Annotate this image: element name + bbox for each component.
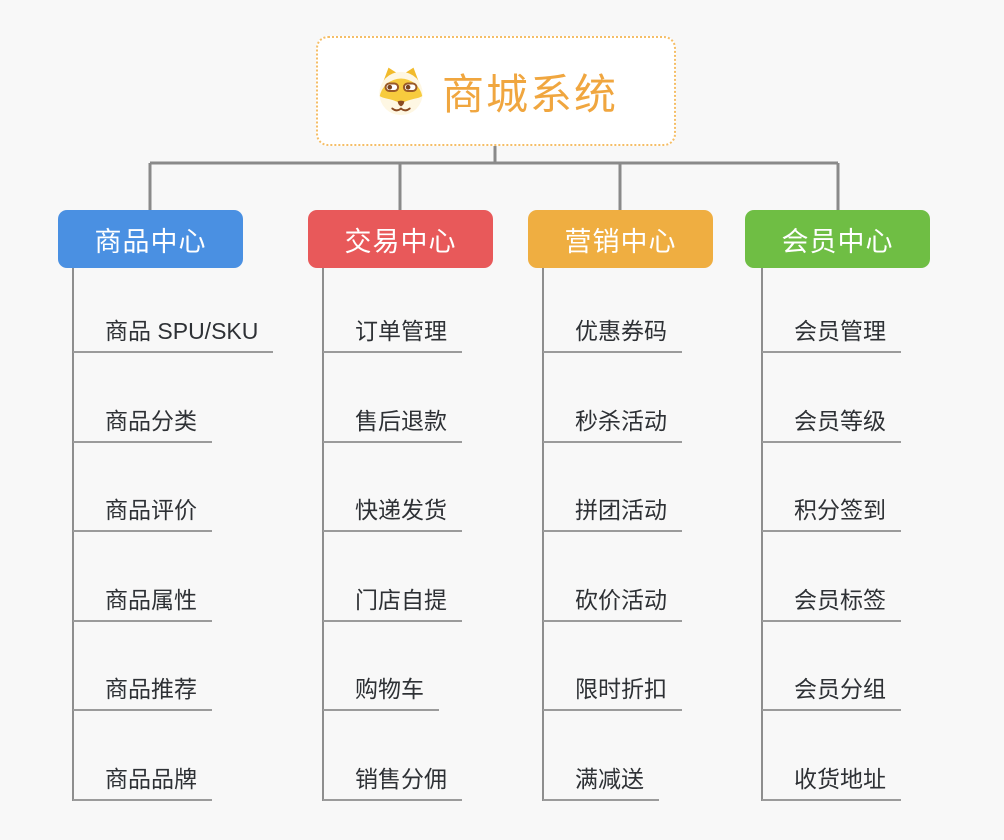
leaf-node[interactable]: 门店自提 [323, 586, 462, 622]
root-node[interactable]: 商城系统 [316, 36, 676, 146]
leaf-node[interactable]: 购物车 [323, 675, 439, 711]
leaf-node[interactable]: 砍价活动 [543, 586, 682, 622]
leaf-node[interactable]: 商品推荐 [73, 675, 212, 711]
leaf-node[interactable]: 快递发货 [323, 496, 462, 532]
branch-node-product-center[interactable]: 商品中心 [58, 210, 243, 268]
leaf-node[interactable]: 会员等级 [762, 407, 901, 443]
leaf-node[interactable]: 满减送 [543, 765, 659, 801]
root-title: 商城系统 [441, 70, 618, 118]
leaf-node[interactable]: 售后退款 [323, 407, 462, 443]
leaf-node[interactable]: 商品评价 [73, 496, 212, 532]
branch-label: 商品中心 [94, 226, 207, 257]
leaf-node[interactable]: 商品品牌 [73, 765, 212, 801]
branch-node-member-center[interactable]: 会员中心 [745, 210, 930, 268]
leaf-node[interactable]: 会员标签 [762, 586, 901, 622]
branch-label: 会员中心 [781, 226, 894, 257]
leaf-column-member: 会员管理 会员等级 积分签到 会员标签 会员分组 收货地址 [762, 317, 901, 801]
leaf-node[interactable]: 秒杀活动 [543, 407, 682, 443]
leaf-node[interactable]: 优惠券码 [543, 317, 682, 353]
leaf-node[interactable]: 商品分类 [73, 407, 212, 443]
leaf-node[interactable]: 会员管理 [762, 317, 901, 353]
branch-label: 营销中心 [564, 226, 677, 257]
leaf-node[interactable]: 收货地址 [762, 765, 901, 801]
leaf-node[interactable]: 销售分佣 [323, 765, 462, 801]
leaf-column-marketing: 优惠券码 秒杀活动 拼团活动 砍价活动 限时折扣 满减送 [543, 317, 682, 801]
leaf-node[interactable]: 拼团活动 [543, 496, 682, 532]
leaf-column-product: 商品 SPU/SKU 商品分类 商品评价 商品属性 商品推荐 商品品牌 [73, 317, 274, 801]
branch-node-marketing-center[interactable]: 营销中心 [528, 210, 713, 268]
leaf-node[interactable]: 会员分组 [762, 675, 901, 711]
leaf-node[interactable]: 订单管理 [323, 317, 462, 353]
branch-node-trade-center[interactable]: 交易中心 [308, 210, 493, 268]
leaf-node[interactable]: 积分签到 [762, 496, 901, 532]
leaf-node[interactable]: 商品 SPU/SKU [73, 317, 274, 353]
branch-label: 交易中心 [344, 226, 457, 257]
leaf-node[interactable]: 限时折扣 [543, 675, 682, 711]
shiba-dog-icon [379, 67, 423, 116]
leaf-node[interactable]: 商品属性 [73, 586, 212, 622]
leaf-column-trade: 订单管理 售后退款 快递发货 门店自提 购物车 销售分佣 [323, 317, 462, 801]
